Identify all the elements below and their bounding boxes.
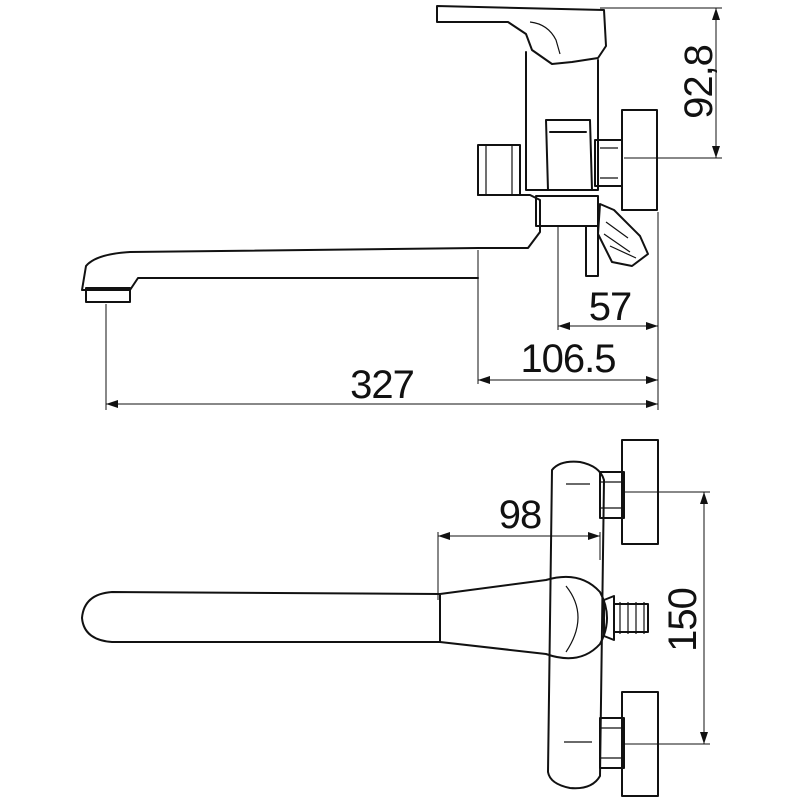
side-eccentric-nut: [594, 139, 623, 187]
side-aerator: [85, 287, 131, 303]
side-spout: [81, 247, 479, 291]
side-hose-outlet: [597, 203, 649, 267]
dim-total-length-label: 327: [350, 363, 414, 407]
side-wall-flange: [621, 109, 658, 211]
side-spout-collar: [535, 195, 599, 227]
side-lower-body: [477, 194, 541, 249]
dim-body-length-label: 98: [499, 493, 542, 537]
side-lever-detail: [529, 21, 561, 55]
top-eccentric-nut-upper: [599, 471, 625, 519]
top-view: 98 150: [81, 439, 710, 797]
dim-depth-medium-label: 106.5: [520, 337, 615, 381]
dim-total-length: 327: [105, 304, 659, 410]
dim-wall-centers: 150: [624, 491, 710, 745]
dim-body-length: 98: [437, 493, 601, 600]
dim-height-top: 92,8: [600, 7, 722, 159]
dim-wall-centers-label: 150: [661, 588, 705, 652]
side-left-connector: [477, 144, 521, 196]
dim-depth-small: 57: [557, 212, 659, 382]
top-eccentric-nut-lower: [599, 717, 625, 769]
top-crossbar-body: [547, 460, 605, 790]
side-collar-tail: [585, 225, 599, 277]
dim-height-top-label: 92,8: [677, 45, 721, 119]
top-hose-thread: [613, 603, 649, 633]
top-hose-outlet: [603, 595, 615, 641]
top-spout: [81, 591, 441, 643]
side-cartridge-body: [525, 51, 599, 191]
side-cartridge-neck: [545, 119, 593, 191]
top-lever-handle: [439, 576, 608, 660]
dim-depth-small-label: 57: [589, 285, 632, 329]
dim-depth-medium: 106.5: [477, 250, 658, 384]
side-view: 92,8 57 106.5 327: [81, 5, 722, 410]
side-lever-handle: [436, 5, 607, 65]
